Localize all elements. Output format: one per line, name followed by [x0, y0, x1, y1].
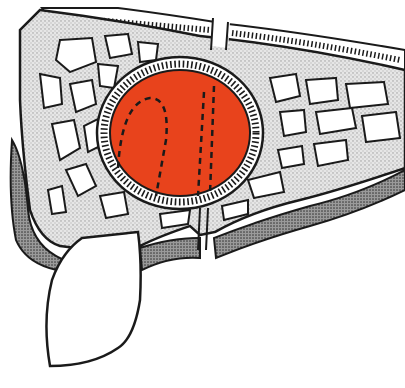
oval-lesion-icon	[110, 70, 250, 196]
tooth-icon	[46, 232, 140, 366]
